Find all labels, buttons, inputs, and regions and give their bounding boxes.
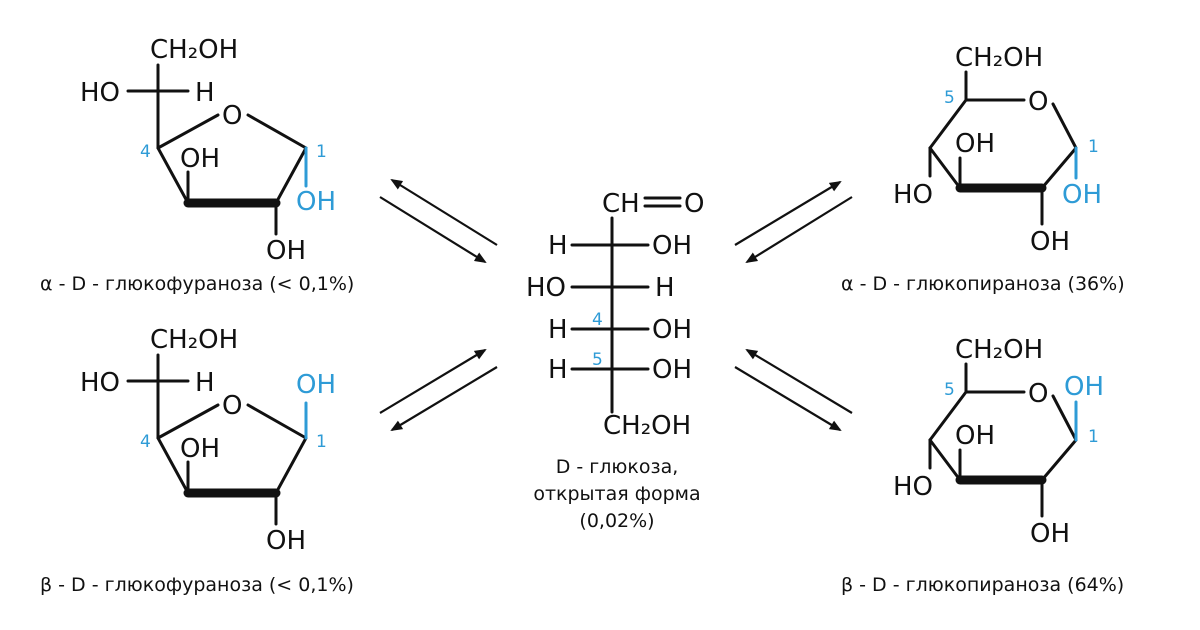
h-label: H bbox=[548, 355, 568, 385]
forward-arrow bbox=[734, 366, 842, 432]
oh-label: OH bbox=[1030, 519, 1070, 549]
ch2oh-label: CH₂OH bbox=[955, 43, 1043, 73]
carbon-number-4: 4 bbox=[140, 142, 151, 162]
equilibrium-arrows-top-left bbox=[379, 178, 498, 264]
carbon-number-1: 1 bbox=[1088, 427, 1099, 447]
aldehyde-ch-label: CH bbox=[602, 189, 640, 219]
carbon-number-1: 1 bbox=[316, 432, 327, 452]
c4-o-bond bbox=[156, 113, 220, 150]
forward-arrow bbox=[379, 196, 487, 264]
carbon-number-5: 5 bbox=[592, 350, 603, 370]
oh-label: OH bbox=[652, 355, 692, 385]
forward-arrow bbox=[734, 180, 842, 246]
ring-oxygen-label: O bbox=[1028, 379, 1048, 409]
aldehyde-o-label: O bbox=[684, 189, 704, 219]
anomeric-oh-label: OH bbox=[296, 187, 336, 217]
anomeric-oh-label: OH bbox=[296, 370, 336, 400]
c2-c1-bond bbox=[1040, 438, 1078, 482]
carbon-number-4: 4 bbox=[140, 432, 151, 452]
h-label: H bbox=[195, 368, 215, 398]
h-label: H bbox=[548, 231, 568, 261]
caption-alpha-pyranose: α - D - глюкопираноза (36%) bbox=[841, 273, 1125, 295]
oh-label: OH bbox=[955, 129, 995, 159]
h-label: H bbox=[548, 315, 568, 345]
ch2oh-label: CH₂OH bbox=[603, 411, 691, 441]
caption-open-form-line2: открытая форма bbox=[533, 483, 700, 505]
ring-oxygen-label: O bbox=[222, 101, 242, 131]
ch2oh-label: CH₂OH bbox=[955, 335, 1043, 365]
o-c1-bond bbox=[1051, 394, 1078, 442]
oh-label: OH bbox=[1030, 227, 1070, 257]
c2-c1-bond bbox=[274, 436, 308, 495]
alpha-furanose-structure: CH₂OH HO H O OH OH OH 4 1 bbox=[80, 35, 336, 266]
ho-label: HO bbox=[526, 273, 566, 303]
carbon-number-1: 1 bbox=[316, 142, 327, 162]
o-c1-bond bbox=[246, 113, 308, 150]
caption-alpha-furanose: α - D - глюкофураноза (< 0,1%) bbox=[40, 273, 354, 295]
reverse-arrow bbox=[745, 196, 853, 264]
equilibrium-arrows-bottom-right bbox=[734, 348, 853, 432]
ho-label: HO bbox=[893, 472, 933, 502]
c2-c1-bond bbox=[1040, 146, 1078, 190]
ho-label: HO bbox=[80, 368, 120, 398]
caption-open-form-line1: D - глюкоза, bbox=[556, 456, 679, 478]
forward-arrow bbox=[379, 348, 487, 414]
ring-oxygen-label: O bbox=[1028, 87, 1048, 117]
caption-open-form-line3: (0,02%) bbox=[579, 510, 654, 532]
h-label: H bbox=[655, 273, 675, 303]
ring-oxygen-label: O bbox=[222, 391, 242, 421]
open-chain-structure: CH O H OH HO H H OH 4 H OH 5 CH₂OH bbox=[526, 189, 704, 441]
ch2oh-label: CH₂OH bbox=[150, 35, 238, 65]
oh-label: OH bbox=[955, 421, 995, 451]
ho-label: HO bbox=[893, 180, 933, 210]
ch2oh-label: CH₂OH bbox=[150, 325, 238, 355]
anomeric-oh-label: OH bbox=[1064, 372, 1104, 402]
anomeric-oh-label: OH bbox=[1062, 180, 1102, 210]
carbon-number-5: 5 bbox=[944, 380, 955, 400]
equilibrium-arrows-bottom-left bbox=[379, 348, 498, 432]
carbon-number-4: 4 bbox=[592, 310, 603, 330]
h-label: H bbox=[195, 78, 215, 108]
c4-c3-bond bbox=[156, 436, 190, 495]
o-c1-bond bbox=[246, 403, 308, 440]
carbon-number-5: 5 bbox=[944, 88, 955, 108]
oh-label: OH bbox=[266, 526, 306, 556]
equilibrium-arrows-top-right bbox=[734, 180, 853, 264]
beta-furanose-structure: CH₂OH HO H O OH OH OH 4 1 bbox=[80, 325, 336, 556]
oh-label: OH bbox=[652, 315, 692, 345]
c2-c1-bond bbox=[274, 146, 308, 205]
reverse-arrow bbox=[390, 178, 498, 246]
reverse-arrow bbox=[390, 366, 498, 432]
oh-label: OH bbox=[266, 236, 306, 266]
carbon-number-1: 1 bbox=[1088, 137, 1099, 157]
caption-beta-furanose: β - D - глюкофураноза (< 0,1%) bbox=[40, 574, 354, 596]
reverse-arrow bbox=[745, 348, 853, 414]
c4-o-bond bbox=[156, 403, 220, 440]
o-c1-bond bbox=[1051, 102, 1078, 150]
oh-label: OH bbox=[180, 434, 220, 464]
ho-label: HO bbox=[80, 78, 120, 108]
c4-c3-bond bbox=[156, 146, 190, 205]
c4-c3-bond bbox=[928, 438, 962, 482]
c4-c3-bond bbox=[928, 146, 962, 190]
c5-c4-bond bbox=[928, 98, 968, 150]
oh-label: OH bbox=[180, 144, 220, 174]
beta-pyranose-structure: CH₂OH 5 O OH OH 1 HO OH bbox=[893, 335, 1104, 549]
oh-label: OH bbox=[652, 231, 692, 261]
alpha-pyranose-structure: CH₂OH 5 O OH 1 HO OH OH bbox=[893, 43, 1102, 257]
caption-beta-pyranose: β - D - глюкопираноза (64%) bbox=[841, 574, 1124, 596]
c5-c4-bond bbox=[928, 390, 968, 442]
